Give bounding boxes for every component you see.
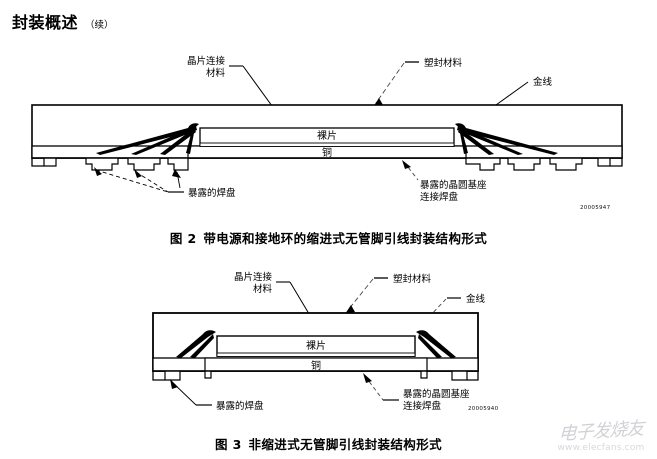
figure-3-label-exposed-pads: 暴露的焊盘: [216, 400, 264, 412]
figure-3-arrowhead-exposed-paddle: [363, 373, 372, 383]
figure-3-arrowhead-mold: [345, 305, 355, 314]
figure-2-right-corner-pad: [610, 158, 623, 167]
figure-3-bond-wires-right: [416, 330, 456, 358]
page-header: 封装概述 （续）: [12, 9, 114, 33]
figure-2-bond-wires-right: [455, 123, 558, 155]
figure-3-inner-label-copper: 铜: [311, 360, 321, 372]
figure-2-label-gold-wire: 金线: [533, 76, 553, 88]
figure-2-label-mold-compound: 塑封材料: [424, 57, 463, 69]
figure-2-caption: 图 2 带电源和接地环的缩进式无管脚引线封装结构形式: [0, 228, 657, 247]
figure-2-label-exposed-pads: 暴露的焊盘: [188, 187, 236, 199]
figure-2-caption-number: 图 2: [169, 231, 197, 246]
figure-2-die-attach-layer: [199, 142, 455, 147]
figure-2-label-exposed-paddle-line2: 连接焊盘: [420, 191, 459, 203]
figure-2-leader-mold: [375, 62, 405, 104]
figure-2-drawing: 晶片连接 材料 塑封材料 金线 裸片 铜: [31, 55, 623, 203]
figure-2-bond-wires-left: [96, 123, 199, 155]
figure-3-label-die-attach-line1: 晶片连接: [234, 271, 273, 283]
figure-3-label-mold-compound: 塑封材料: [393, 273, 432, 285]
figure-2-lead-pads-right: [465, 158, 611, 171]
figure-3-bond-wires-left: [176, 330, 216, 358]
figure-3-label-exposed-paddle-line2: 连接焊盘: [403, 400, 442, 412]
figure-2-inner-label-copper: 铜: [322, 147, 332, 159]
figure-3-right-corner-pad: [467, 371, 479, 381]
figure-2-label-die-attach-line2: 材料: [206, 67, 226, 79]
figure-3-caption: 图 3 非缩进式无管脚引线封装结构形式: [0, 434, 657, 453]
figure-2-arrowhead-pad-2: [134, 169, 142, 178]
figure-3-drawing: 晶片连接 材料 塑封材料 金线 裸片 铜: [152, 271, 486, 412]
page-title: 封装概述: [12, 13, 79, 32]
figure-2-container: 晶片连接 材料 塑封材料 金线 裸片 铜: [0, 40, 657, 220]
figure-2-caption-text: 带电源和接地环的缩进式无管脚引线封装结构形式: [203, 231, 488, 246]
figure-2-arrowhead-pad-1: [94, 167, 102, 176]
figure-2-label-exposed-paddle-line1: 暴露的晶圆基座: [420, 179, 487, 191]
figure-2-drawing-id: 20005947: [580, 205, 611, 211]
figure-2-lead-pads-left: [43, 158, 189, 171]
figure-3-lead-pads: [164, 371, 468, 381]
figure-2-inner-label-die: 裸片: [317, 129, 337, 142]
figure-3-leader-mold: [347, 278, 374, 311]
figure-3-die-attach-layer: [216, 352, 416, 357]
figure-2-label-die-attach-line1: 晶片连接: [187, 55, 226, 67]
figure-3-label-die-attach-line2: 材料: [253, 283, 273, 295]
figure-2-arrowhead-pad-3: [172, 169, 181, 178]
figure-3-label-gold-wire: 金线: [466, 293, 486, 305]
figure-2-left-corner-pad: [31, 158, 44, 167]
figure-3-inner-label-die: 裸片: [306, 339, 326, 352]
figure-2-arrowhead-exposed-paddle: [402, 160, 411, 169]
figure-3-drawing-id: 20005940: [468, 406, 499, 412]
figure-3-leader-exposed-paddle: [364, 375, 384, 401]
page-title-continued: （续）: [85, 20, 114, 31]
figure-3-caption-number: 图 3: [214, 437, 242, 452]
figure-3-left-corner-pad: [152, 371, 165, 381]
figure-3-arrowhead-exposed-pads: [170, 379, 178, 389]
figure-3-label-exposed-paddle-line1: 暴露的晶圆基座: [403, 388, 470, 400]
figure-3-container: 晶片连接 材料 塑封材料 金线 裸片 铜: [0, 258, 657, 423]
figure-3-caption-text: 非缩进式无管脚引线封装结构形式: [248, 437, 443, 452]
